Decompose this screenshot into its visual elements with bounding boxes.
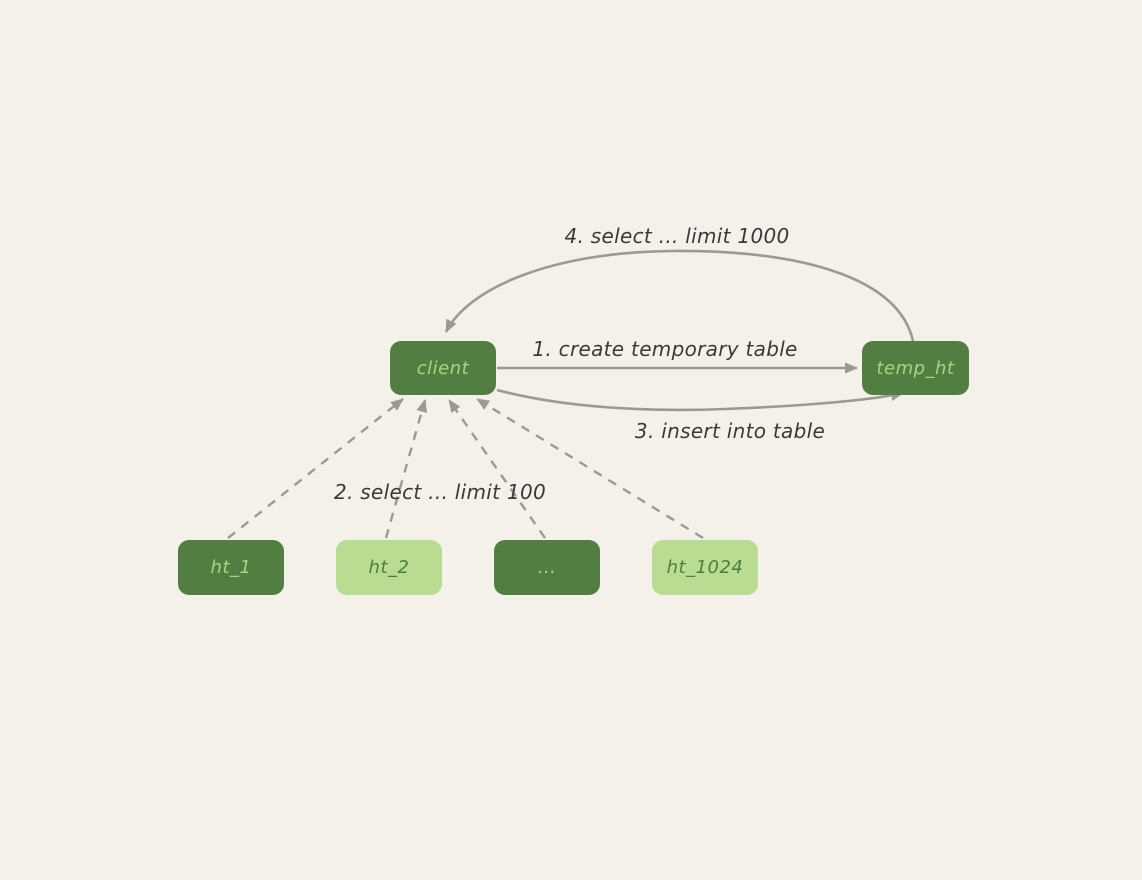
arrow-dashed-ht2-to-client: [384, 399, 428, 539]
edge-label-step3: 3. insert into table: [634, 419, 826, 443]
arrow-step3-insert-into-table: [496, 388, 904, 412]
node-ht-1: ht_1: [178, 540, 284, 595]
edge-label-step4: 4. select ... limit 1000: [564, 224, 790, 248]
node-ht-1-label: ht_1: [210, 557, 252, 578]
node-ht-2-label: ht_2: [368, 557, 410, 578]
arrow-step4-select-limit-1000: [444, 249, 915, 342]
arrow-dashed-htdots-to-client: [448, 399, 546, 539]
arrow-dashed-ht1024-to-client: [476, 397, 704, 540]
arrow-dashed-ht1-to-client: [227, 398, 404, 539]
edge-label-step1: 1. create temporary table: [532, 337, 798, 361]
edge-label-step2: 2. select ... limit 100: [333, 480, 547, 504]
node-ht-2: ht_2: [336, 540, 442, 595]
node-ht-ellipsis: ...: [494, 540, 600, 595]
node-temp-ht-label: temp_ht: [876, 357, 955, 379]
node-client: client: [390, 341, 496, 395]
node-ht-1024: ht_1024: [652, 540, 758, 595]
node-ht-1024-label: ht_1024: [666, 557, 744, 578]
node-temp-ht: temp_ht: [862, 341, 969, 395]
node-ht-ellipsis-label: ...: [537, 557, 557, 578]
node-client-label: client: [416, 357, 470, 379]
